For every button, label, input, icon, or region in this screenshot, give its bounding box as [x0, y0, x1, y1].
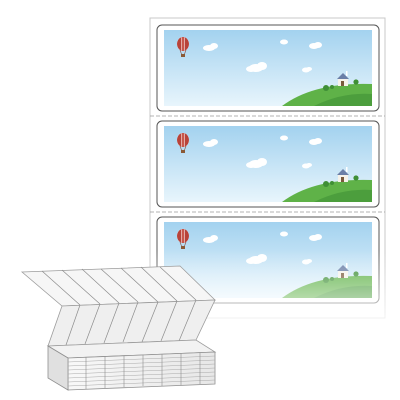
label-2: [156, 120, 380, 208]
fanfold-stack: [20, 265, 217, 391]
label-1: [156, 24, 380, 112]
